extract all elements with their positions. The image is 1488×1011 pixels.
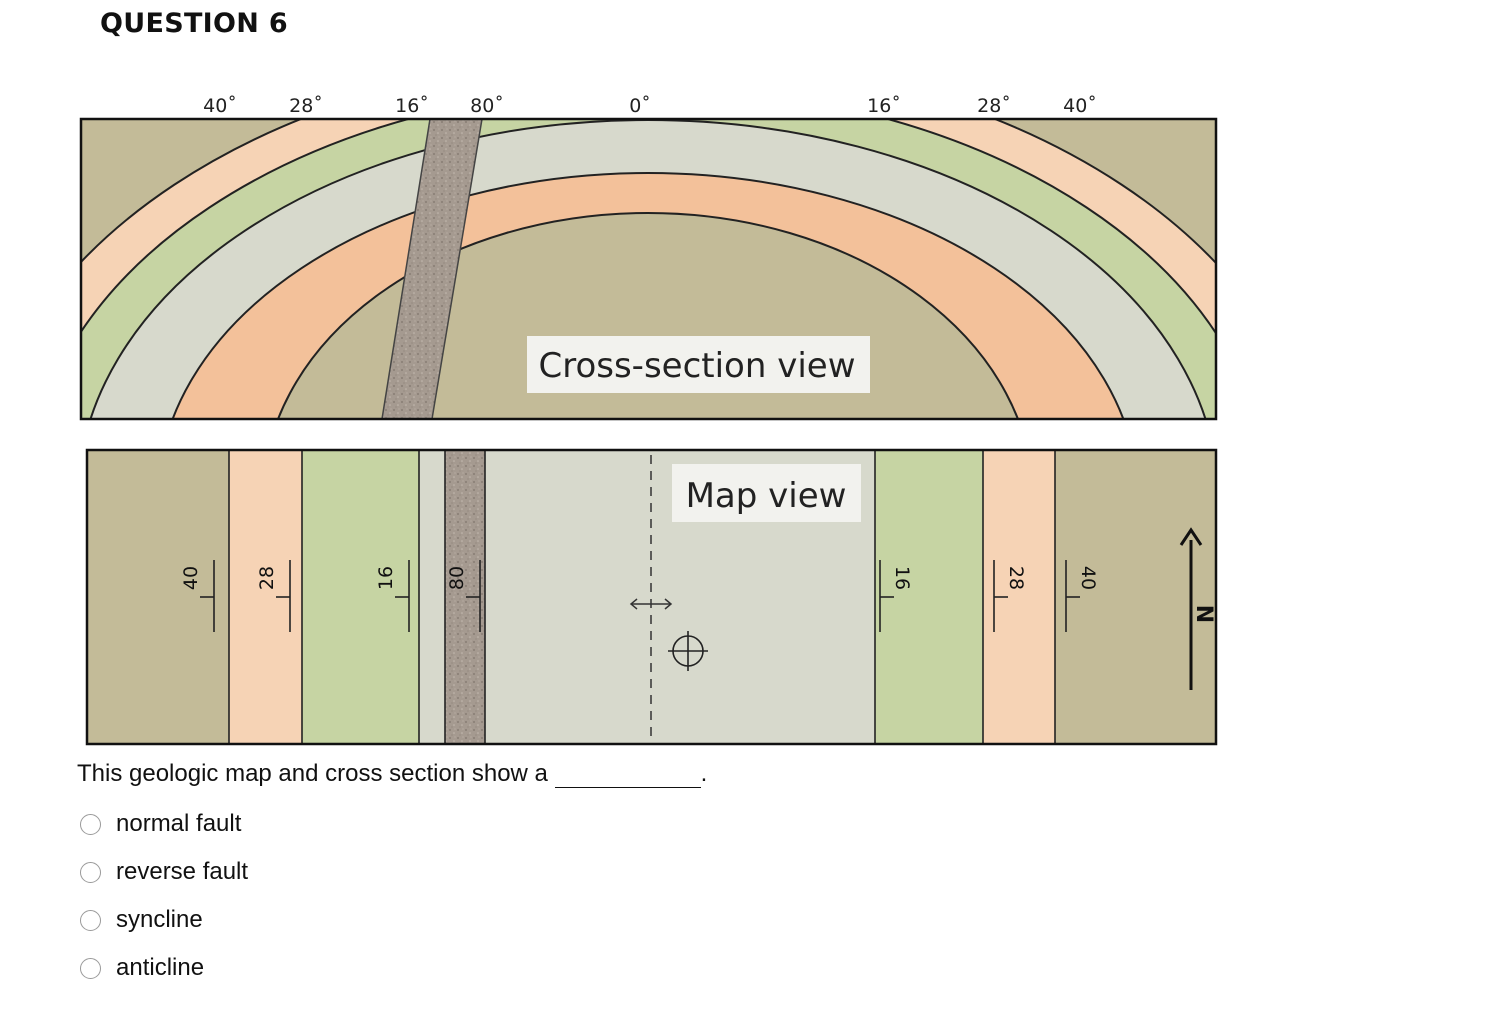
dip-label: 28˚ [289, 95, 323, 117]
north-label: N [1191, 605, 1216, 623]
cross-section-label: Cross-section view [538, 346, 855, 386]
radio-button[interactable] [80, 909, 101, 931]
dip-label: 0˚ [629, 95, 651, 117]
strike-dip-symbol [200, 560, 215, 632]
radio-button[interactable] [80, 861, 101, 883]
strike-dip-symbol [879, 560, 894, 632]
dip-label: 28˚ [977, 95, 1011, 117]
radio-button[interactable] [80, 957, 101, 979]
strike-dip-symbol [466, 560, 481, 632]
option-label: anticline [116, 954, 205, 981]
strike-dip-value: 40 [180, 566, 202, 590]
option-anticline[interactable]: anticline [80, 944, 248, 992]
strike-dip-value: 40 [1077, 566, 1099, 590]
cross-section-frame [79, 117, 1218, 421]
cross-section-label-box [527, 336, 870, 393]
option-reverse-fault[interactable]: reverse fault [80, 848, 248, 896]
strike-dip-value: 28 [256, 566, 278, 590]
answer-blank [554, 765, 701, 788]
contact-lines [228, 450, 1056, 744]
map-view-panel: Map view 40 28 16 80 16 28 40 N [85, 448, 1218, 746]
radio-button[interactable] [80, 813, 101, 835]
question-prompt: This geologic map and cross section show… [77, 760, 707, 788]
dip-label: 40˚ [1063, 95, 1097, 117]
map-view-label-box [672, 464, 861, 522]
strike-dip-symbol [1065, 560, 1080, 632]
map-view-label: Map view [686, 476, 847, 516]
strike-dip-symbol [276, 560, 291, 632]
strike-dip-symbol [993, 560, 1008, 632]
map-band-tan-right [1055, 450, 1216, 744]
dip-label: 16˚ [867, 95, 901, 117]
horizontal-bed-icon [668, 631, 708, 671]
strike-dip-value: 28 [1005, 566, 1027, 590]
dip-label-row: 40˚ 28˚ 16˚ 80˚ 0˚ 16˚ 28˚ 40˚ [203, 95, 1097, 117]
geology-figure: Cross-section view 40˚ 28˚ 16˚ 80˚ 0˚ 16… [79, 95, 1218, 746]
map-band-peach-left [229, 450, 302, 744]
strike-dip-symbol [395, 560, 410, 632]
option-syncline[interactable]: syncline [80, 896, 248, 944]
option-normal-fault[interactable]: normal fault [80, 800, 248, 848]
option-label: syncline [116, 906, 203, 933]
question-title: QUESTION 6 [100, 8, 288, 39]
north-arrow-icon: N [1179, 527, 1216, 690]
option-label: reverse fault [116, 858, 249, 885]
anticline-axis-icon [629, 598, 673, 610]
strike-dip-value: 16 [891, 566, 913, 590]
question-prompt-end: . [700, 760, 708, 787]
strike-dip-symbols [200, 560, 1080, 632]
option-label: normal fault [116, 810, 242, 837]
dip-label: 16˚ [395, 95, 429, 117]
question-prompt-text: This geologic map and cross section show… [77, 760, 548, 787]
map-view-frame [85, 448, 1218, 746]
answer-options: normal fault reverse fault syncline anti… [80, 800, 248, 992]
cross-section-panel: Cross-section view [79, 117, 1218, 421]
map-band-gray-left [419, 450, 445, 744]
fault-zone-cross-section [381, 119, 483, 419]
strike-dip-value: 16 [375, 566, 397, 590]
dip-label: 40˚ [203, 95, 237, 117]
dip-label: 80˚ [470, 95, 504, 117]
strike-dip-value: 80 [446, 566, 468, 590]
